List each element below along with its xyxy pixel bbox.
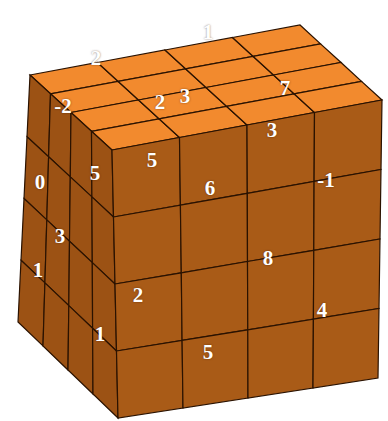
cell-number: 3 xyxy=(55,226,66,247)
front-face-cell xyxy=(180,193,247,272)
cell-number: 5 xyxy=(90,163,101,184)
front-face-cell xyxy=(115,273,182,351)
cell-number: 5 xyxy=(147,150,158,171)
cell-number: 3 xyxy=(180,86,191,107)
cell-number: 1 xyxy=(95,324,106,345)
cell-number: 0 xyxy=(35,172,46,193)
front-face-cell xyxy=(114,205,182,284)
cell-number: 5 xyxy=(203,342,214,363)
front-face-cell xyxy=(247,113,315,194)
front-face-cell xyxy=(182,330,248,408)
cell-number: 3 xyxy=(267,120,278,141)
cell-number: 7 xyxy=(280,78,291,99)
cell-number: 6 xyxy=(205,178,216,199)
cell-number: -2 xyxy=(54,96,72,117)
front-face-cell xyxy=(181,262,248,341)
front-face-cell xyxy=(248,319,314,398)
left-face-cell xyxy=(43,283,69,370)
left-face-cell xyxy=(92,263,116,351)
cell-number: 1 xyxy=(33,260,44,281)
front-face-cell xyxy=(117,340,184,418)
cell-number: 2 xyxy=(133,285,144,306)
front-face-cell xyxy=(314,170,381,251)
front-face-cell xyxy=(247,181,314,261)
front-face-cell xyxy=(248,250,314,329)
left-face-cell xyxy=(68,306,93,394)
cell-number: 1 xyxy=(203,22,214,43)
cell-number: 4 xyxy=(317,300,328,321)
front-face-cell xyxy=(180,125,248,205)
cell-number: 2 xyxy=(91,48,102,69)
left-face-cell xyxy=(18,260,45,346)
cell-number: 2 xyxy=(155,92,166,113)
front-face-cell xyxy=(112,138,180,218)
cell-number: -1 xyxy=(317,170,335,191)
cell-number: 8 xyxy=(263,248,274,269)
